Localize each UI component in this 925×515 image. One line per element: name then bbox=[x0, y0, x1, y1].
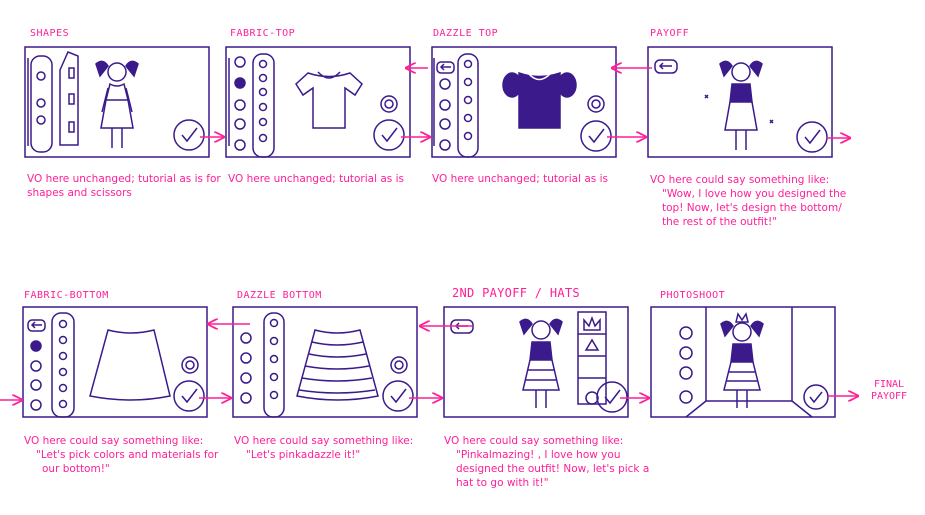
frame-title: DAZZLE TOP bbox=[433, 28, 499, 39]
caption-line: "Let's pick colors and materials for bbox=[36, 449, 219, 461]
scissors-tool-icon bbox=[36, 98, 46, 108]
hat-shelf bbox=[577, 311, 607, 405]
frame-title: DAZZLE BOTTOM bbox=[237, 290, 322, 301]
frame-fabric-bottom bbox=[22, 306, 208, 418]
shape-tray bbox=[59, 51, 79, 146]
check-circle-icon[interactable] bbox=[803, 384, 829, 410]
fabric-rail bbox=[252, 53, 275, 158]
frame-payoff bbox=[647, 46, 833, 158]
crown-icon bbox=[735, 312, 749, 323]
shape-piece bbox=[68, 121, 75, 133]
fabric-rail bbox=[51, 312, 75, 418]
striped-skirt-shape bbox=[296, 329, 379, 401]
back-arrow-icon[interactable] bbox=[27, 319, 46, 332]
frame-title: FABRIC-TOP bbox=[230, 28, 296, 39]
tool-icon bbox=[36, 115, 46, 125]
caption-line: VO here could say something like: bbox=[650, 174, 830, 186]
check-circle-icon[interactable] bbox=[580, 120, 612, 152]
frame-title: PAYOFF bbox=[650, 28, 690, 39]
frame-dazzle-top bbox=[431, 46, 617, 158]
caption-fabric-top: VO here unchanged; tutorial as is bbox=[228, 172, 404, 186]
caption-line: VO here could say something like: bbox=[444, 435, 624, 447]
shape-piece bbox=[68, 93, 75, 105]
check-circle-icon[interactable] bbox=[173, 119, 205, 151]
check-circle-icon[interactable] bbox=[173, 380, 205, 412]
flow-arrows bbox=[0, 68, 858, 400]
final-payoff-label: FINAL PAYOFF bbox=[859, 379, 919, 403]
caption-dazzle-top: VO here unchanged; tutorial as is bbox=[432, 172, 608, 186]
caption-line: top! Now, let's design the bottom/ bbox=[662, 202, 842, 214]
circle-tool-icon bbox=[36, 71, 46, 81]
skirt-shape bbox=[89, 329, 171, 401]
back-arrow-icon[interactable] bbox=[436, 61, 455, 74]
caption-line: hat to go with it!" bbox=[456, 477, 549, 489]
frame-title: FABRIC-BOTTOM bbox=[24, 290, 109, 301]
check-circle-icon[interactable] bbox=[373, 119, 405, 151]
caption-line: "Pinkalmazing! , I love how you bbox=[456, 449, 621, 461]
caption-line: shapes and scissors bbox=[27, 187, 132, 199]
swatch-column bbox=[234, 56, 246, 151]
shirt-shape bbox=[295, 72, 363, 129]
caption-line: VO here unchanged; tutorial as is bbox=[228, 173, 404, 185]
gem-rail bbox=[263, 312, 285, 418]
caption-line: designed the outfit! Now, let's pick a bbox=[456, 463, 650, 475]
tool-rail bbox=[30, 55, 53, 153]
frame-hats bbox=[443, 306, 629, 418]
caption-fabric-bottom: VO here could say something like: "Let's… bbox=[24, 434, 218, 476]
caption-line: "Let's pinkadazzle it!" bbox=[246, 449, 361, 461]
caption-line: VO here could say something like: bbox=[24, 435, 204, 447]
caption-payoff2: VO here could say something like: "Pinka… bbox=[444, 434, 649, 490]
camera-icon[interactable] bbox=[587, 95, 605, 113]
dazzled-shirt-shape bbox=[518, 71, 561, 129]
frame-dazzle-bottom bbox=[232, 306, 418, 418]
caption-line: "Wow, I love how you designed the bbox=[662, 188, 847, 200]
check-circle-icon[interactable] bbox=[596, 381, 628, 413]
shape-piece bbox=[68, 67, 75, 79]
frame-photoshoot bbox=[650, 306, 836, 418]
caption-line: VO here could say something like: bbox=[234, 435, 414, 447]
final-label-line: FINAL bbox=[873, 379, 905, 390]
camera-icon[interactable] bbox=[380, 95, 398, 113]
crown-icon[interactable] bbox=[583, 315, 601, 331]
caption-dazzle-bottom: VO here could say something like: "Let's… bbox=[234, 434, 413, 462]
caption-line: VO here unchanged; tutorial as is bbox=[432, 173, 608, 185]
frame-title: SHAPES bbox=[30, 28, 70, 39]
check-circle-icon[interactable] bbox=[382, 380, 414, 412]
caption-line: VO here unchanged; tutorial as is for bbox=[27, 173, 221, 185]
frame-title: 2ND PAYOFF / HATS bbox=[452, 286, 580, 300]
frame-title: PHOTOSHOOT bbox=[660, 290, 726, 301]
gem-rail bbox=[457, 53, 479, 158]
check-circle-icon[interactable] bbox=[796, 121, 828, 153]
camera-icon[interactable] bbox=[181, 356, 199, 374]
frame-shapes bbox=[24, 46, 210, 158]
caption-shapes: VO here unchanged; tutorial as is for sh… bbox=[27, 172, 221, 200]
girl-figure bbox=[719, 60, 763, 150]
caption-payoff: VO here could say something like: "Wow, … bbox=[650, 173, 846, 229]
girl-figure bbox=[720, 312, 764, 408]
final-label-line: PAYOFF bbox=[870, 391, 908, 402]
girl-figure bbox=[519, 318, 563, 408]
camera-icon[interactable] bbox=[585, 391, 599, 405]
caption-line: the rest of the outfit!" bbox=[662, 216, 778, 228]
frame-fabric-top bbox=[225, 46, 411, 158]
back-arrow-icon[interactable] bbox=[654, 59, 678, 74]
caption-line: our bottom!" bbox=[42, 463, 110, 475]
girl-figure bbox=[95, 60, 139, 148]
camera-icon[interactable] bbox=[390, 356, 408, 374]
